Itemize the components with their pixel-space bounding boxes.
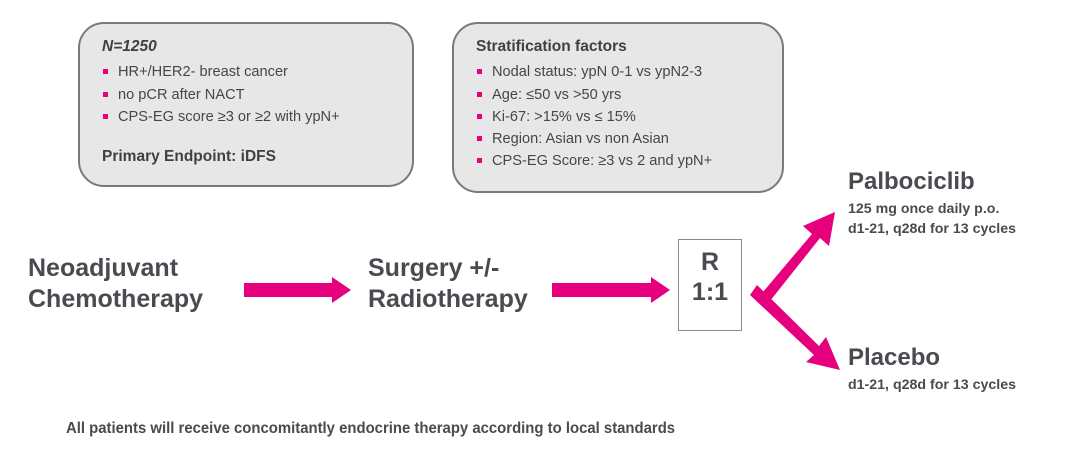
list-item: CPS-EG Score: ≥3 vs 2 and ypN+: [476, 150, 762, 172]
stratification-factor-list: Nodal status: ypN 0-1 vs ypN2-3 Age: ≤50…: [476, 61, 762, 172]
stratification-box: Stratification factors Nodal status: ypN…: [452, 22, 784, 193]
list-item: no pCR after NACT: [102, 84, 392, 106]
list-item: Nodal status: ypN 0-1 vs ypN2-3: [476, 61, 762, 83]
arm-detail: d1-21, q28d for 13 cycles: [848, 375, 1016, 396]
flow-stage-surgery-radiotherapy: Surgery +/- Radiotherapy: [368, 253, 528, 314]
eligibility-title: N=1250: [102, 38, 157, 55]
arm-detail-line1: d1-21, q28d for 13 cycles: [848, 376, 1016, 393]
primary-endpoint-label: Primary Endpoint: iDFS: [102, 147, 276, 165]
eligibility-box: N=1250 HR+/HER2- breast cancer no pCR af…: [78, 22, 414, 187]
randomization-ratio: 1:1: [691, 277, 729, 306]
arrow-randomization-to-placebo: [750, 285, 840, 370]
flow-stage-surgery-line2: Radiotherapy: [368, 284, 528, 313]
treatment-arm-palbociclib: Palbociclib 125 mg once daily p.o. d1-21…: [848, 168, 1016, 240]
arm-detail-line1: 125 mg once daily p.o.: [848, 200, 1000, 217]
randomization-box: R 1:1: [678, 239, 742, 331]
arrow-surgery-to-randomization: [552, 277, 670, 303]
list-item: Region: Asian vs non Asian: [476, 128, 762, 150]
flow-stage-neoadjuvant-chemotherapy: Neoadjuvant Chemotherapy: [28, 253, 203, 314]
footnote-text: All patients will receive concomitantly …: [66, 420, 676, 437]
eligibility-criteria-list: HR+/HER2- breast cancer no pCR after NAC…: [102, 61, 392, 128]
list-item: Ki-67: >15% vs ≤ 15%: [476, 106, 762, 128]
arm-detail: 125 mg once daily p.o. d1-21, q28d for 1…: [848, 199, 1016, 240]
list-item: HR+/HER2- breast cancer: [102, 61, 392, 83]
arm-detail-line2: d1-21, q28d for 13 cycles: [848, 221, 1016, 238]
flow-stage-surgery-line1: Surgery +/-: [368, 254, 500, 282]
stratification-title: Stratification factors: [476, 38, 627, 55]
arrow-chemo-to-surgery: [244, 277, 351, 303]
arm-name: Placebo: [848, 344, 941, 371]
treatment-arm-placebo: Placebo d1-21, q28d for 13 cycles: [848, 344, 1016, 395]
flow-stage-neoadjuvant-line2: Chemotherapy: [28, 284, 204, 313]
arm-name: Palbociclib: [848, 168, 975, 195]
flow-stage-neoadjuvant-line1: Neoadjuvant: [28, 254, 179, 282]
list-item: Age: ≤50 vs >50 yrs: [476, 84, 762, 106]
list-item: CPS-EG score ≥3 or ≥2 with ypN+: [102, 106, 392, 128]
arrow-randomization-to-palbociclib: [757, 212, 835, 306]
randomization-letter: R: [700, 248, 720, 276]
